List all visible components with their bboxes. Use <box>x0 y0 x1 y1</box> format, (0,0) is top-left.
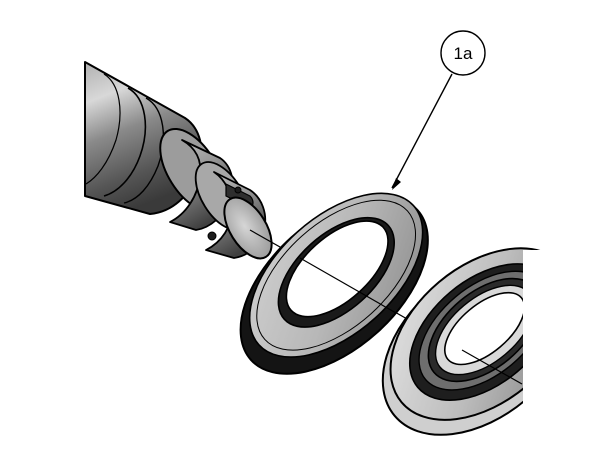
callout-bubble <box>440 30 486 76</box>
shaft-band-ring <box>103 87 147 197</box>
assembly-centerline-through-bore <box>299 257 397 314</box>
bearing-bore <box>443 291 526 366</box>
callout-arrowhead <box>392 178 401 190</box>
shaft-keyway-hole <box>234 186 242 194</box>
shaft-end-face <box>223 196 273 260</box>
callout-1a: 1a <box>391 30 486 190</box>
assembly-centerline-through-bearing <box>461 349 523 385</box>
seal-ring <box>239 192 429 375</box>
shaft-pin-hole <box>207 231 217 241</box>
callout-label: 1a <box>454 44 473 63</box>
shaft-band-ring <box>123 97 165 204</box>
seal-ring-face-edge <box>256 199 417 351</box>
shaft-band-ring <box>85 73 121 185</box>
seal-ring-bore <box>285 220 389 318</box>
shaft <box>84 61 273 260</box>
crop-edge-mask <box>523 250 610 450</box>
callout-leader-line <box>391 73 453 189</box>
